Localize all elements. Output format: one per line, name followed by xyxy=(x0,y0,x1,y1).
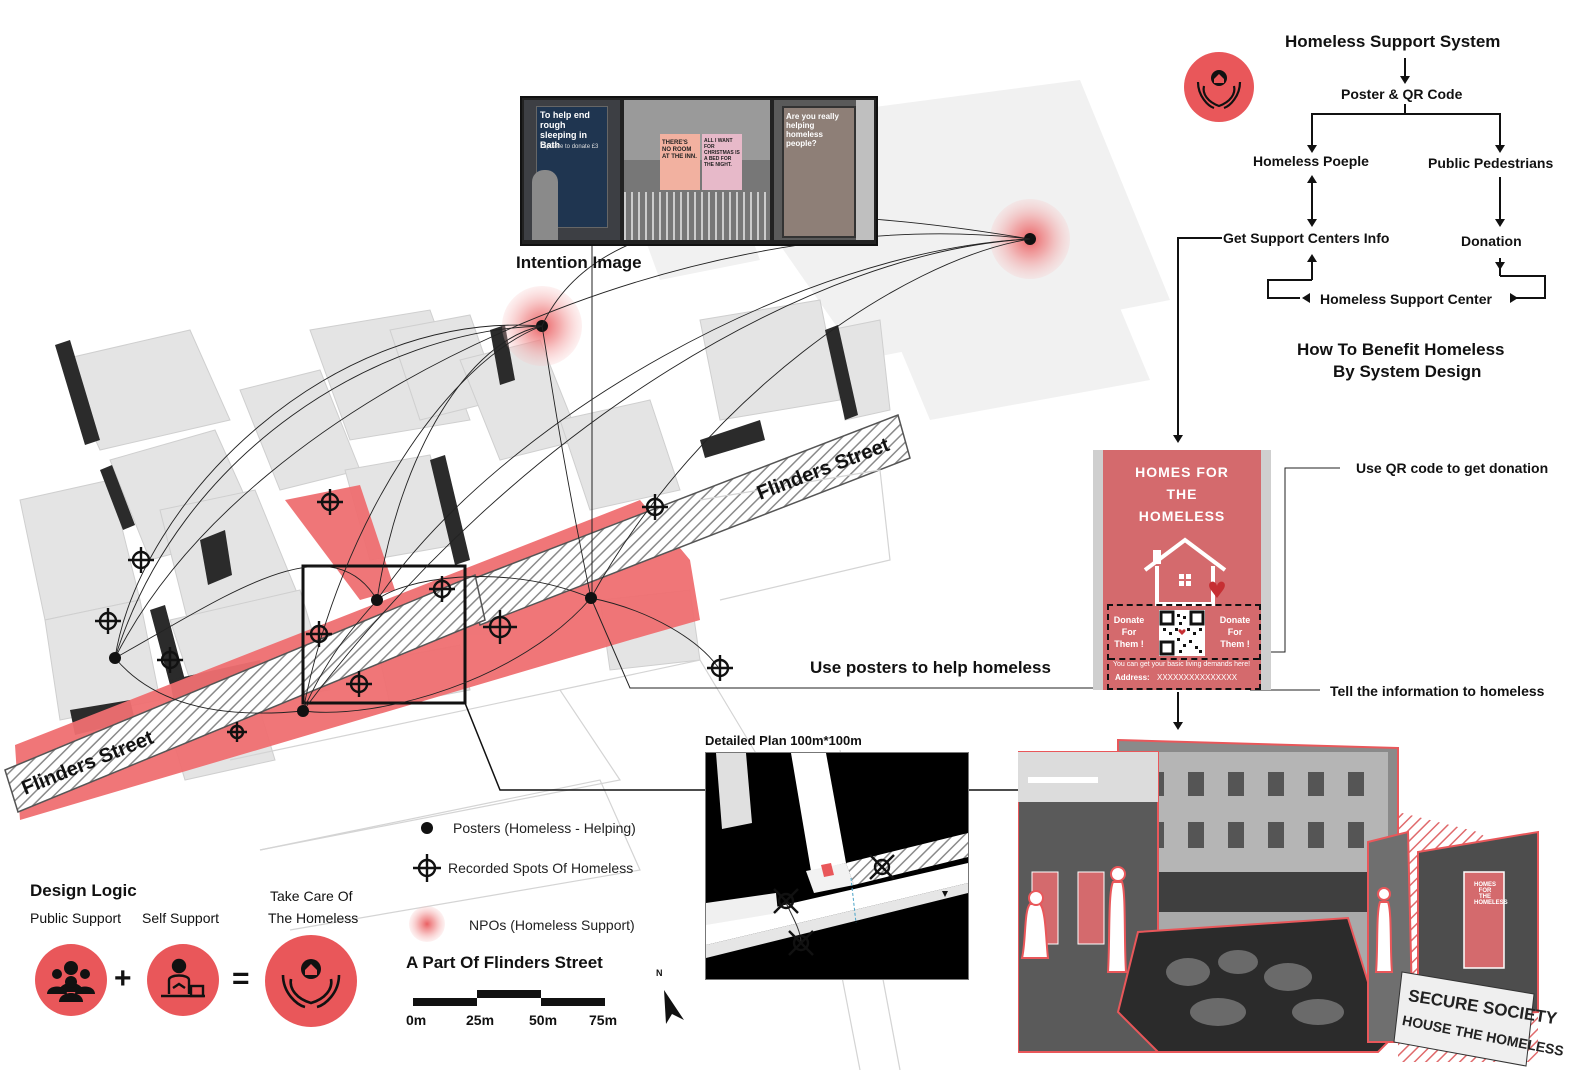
qr-code-icon[interactable] xyxy=(1159,610,1205,656)
north-label: N xyxy=(656,968,663,978)
flow-node-homeless: Homeless Poeple xyxy=(1253,153,1369,169)
intention-photo-2: THERE'S NO ROOM AT THE INN. ALL I WANT F… xyxy=(624,100,770,240)
flow-node-public: Public Pedestrians xyxy=(1428,155,1554,171)
legend-caption: A Part Of Flinders Street xyxy=(406,953,603,972)
scale-label-0: 0m xyxy=(406,1012,427,1028)
flow-node-info: Get Support Centers Info xyxy=(1223,230,1390,246)
poster-address-value: XXXXXXXXXXXXXXX xyxy=(1157,673,1238,682)
intention-photo-3: Are you really helping homeless people? xyxy=(774,100,874,240)
design-logic-title: Design Logic xyxy=(30,881,137,900)
flow-title: Homeless Support System xyxy=(1285,32,1501,51)
equals-sign: = xyxy=(232,962,250,995)
detail-plan xyxy=(705,752,969,980)
donate-left: Donate For Them ! xyxy=(1113,615,1145,649)
scale-label-75: 75m xyxy=(589,1012,618,1028)
legend-posters: Posters (Homeless - Helping) xyxy=(453,820,636,836)
scale-label-25: 25m xyxy=(466,1012,495,1028)
flow-node-donation: Donation xyxy=(1461,233,1522,249)
poster-donate-box: Donate For Them ! Donate For Th xyxy=(1107,604,1261,690)
north-arrow-icon xyxy=(664,990,684,1024)
take-care-icon xyxy=(265,935,357,1027)
legend-npos: NPOs (Homeless Support) xyxy=(469,917,635,933)
intention-image: To help end rough sleeping in Bath Tap h… xyxy=(520,96,878,246)
scale-bar xyxy=(413,990,605,1006)
house-icon xyxy=(1143,537,1227,606)
self-support-label: Self Support xyxy=(142,910,220,926)
person-silhouette xyxy=(532,170,558,240)
legend-crosshair-icon xyxy=(413,854,441,882)
donate-right: Donate For Them ! xyxy=(1219,615,1251,649)
public-support-label: Public Support xyxy=(30,910,122,926)
legend-npo-icon xyxy=(409,906,445,942)
poster-title-1: HOMES FOR xyxy=(1135,464,1229,480)
posters-leader xyxy=(590,597,1100,689)
building-blocks xyxy=(19,299,891,781)
scale-label-50: 50m xyxy=(529,1012,558,1028)
poster-address-label: Address: xyxy=(1115,673,1150,682)
mini-poster-text: HOMES FOR THE HOMELESS xyxy=(1474,882,1508,906)
flow-arrows xyxy=(1177,58,1546,438)
take-care-line-1: Take Care Of xyxy=(270,888,353,904)
public-support-icon xyxy=(35,944,107,1016)
detail-plan-label: Detailed Plan 100m*100m xyxy=(705,733,862,748)
annotation-qr: Use QR code to get donation xyxy=(1356,460,1549,476)
poster-title-3: HOMELESS xyxy=(1138,508,1226,524)
posters-help-label: Use posters to help homeless xyxy=(810,658,1051,677)
legend-poster-dot-icon xyxy=(421,822,433,834)
photo-collage: HOMES FOR THE HOMELESS SECURE SOCIETY HO… xyxy=(1017,722,1565,1072)
connector-detail xyxy=(464,702,705,791)
self-support-icon xyxy=(147,944,219,1016)
annotation-info: Tell the information to homeless xyxy=(1330,683,1545,699)
intention-photo-1: To help end rough sleeping in Bath Tap h… xyxy=(524,100,620,240)
poster-title-2: THE xyxy=(1166,486,1198,502)
flow-arrowheads xyxy=(1173,76,1518,730)
flow-subtitle-2: By System Design xyxy=(1333,362,1482,381)
take-care-line-2: The Homeless xyxy=(268,910,359,926)
support-logo-icon xyxy=(1184,52,1254,122)
flow-subtitle-1: How To Benefit Homeless xyxy=(1297,340,1505,359)
poster-dots xyxy=(109,592,597,717)
recorded-spots xyxy=(95,489,733,742)
intention-image-label: Intention Image xyxy=(516,253,642,272)
legend-recorded: Recorded Spots Of Homeless xyxy=(448,860,634,876)
connection-curves xyxy=(114,215,1031,714)
homeless-poster: HOMES FOR THE HOMELESS Donate For Them ! xyxy=(1093,450,1271,690)
flow-node-center: Homeless Support Center xyxy=(1320,291,1492,307)
plus-sign: + xyxy=(114,962,132,995)
detail-focus-box xyxy=(301,564,467,705)
flow-node-poster: Poster & QR Code xyxy=(1341,86,1463,102)
poster-info-line: You can get your basic living demands he… xyxy=(1113,661,1251,668)
